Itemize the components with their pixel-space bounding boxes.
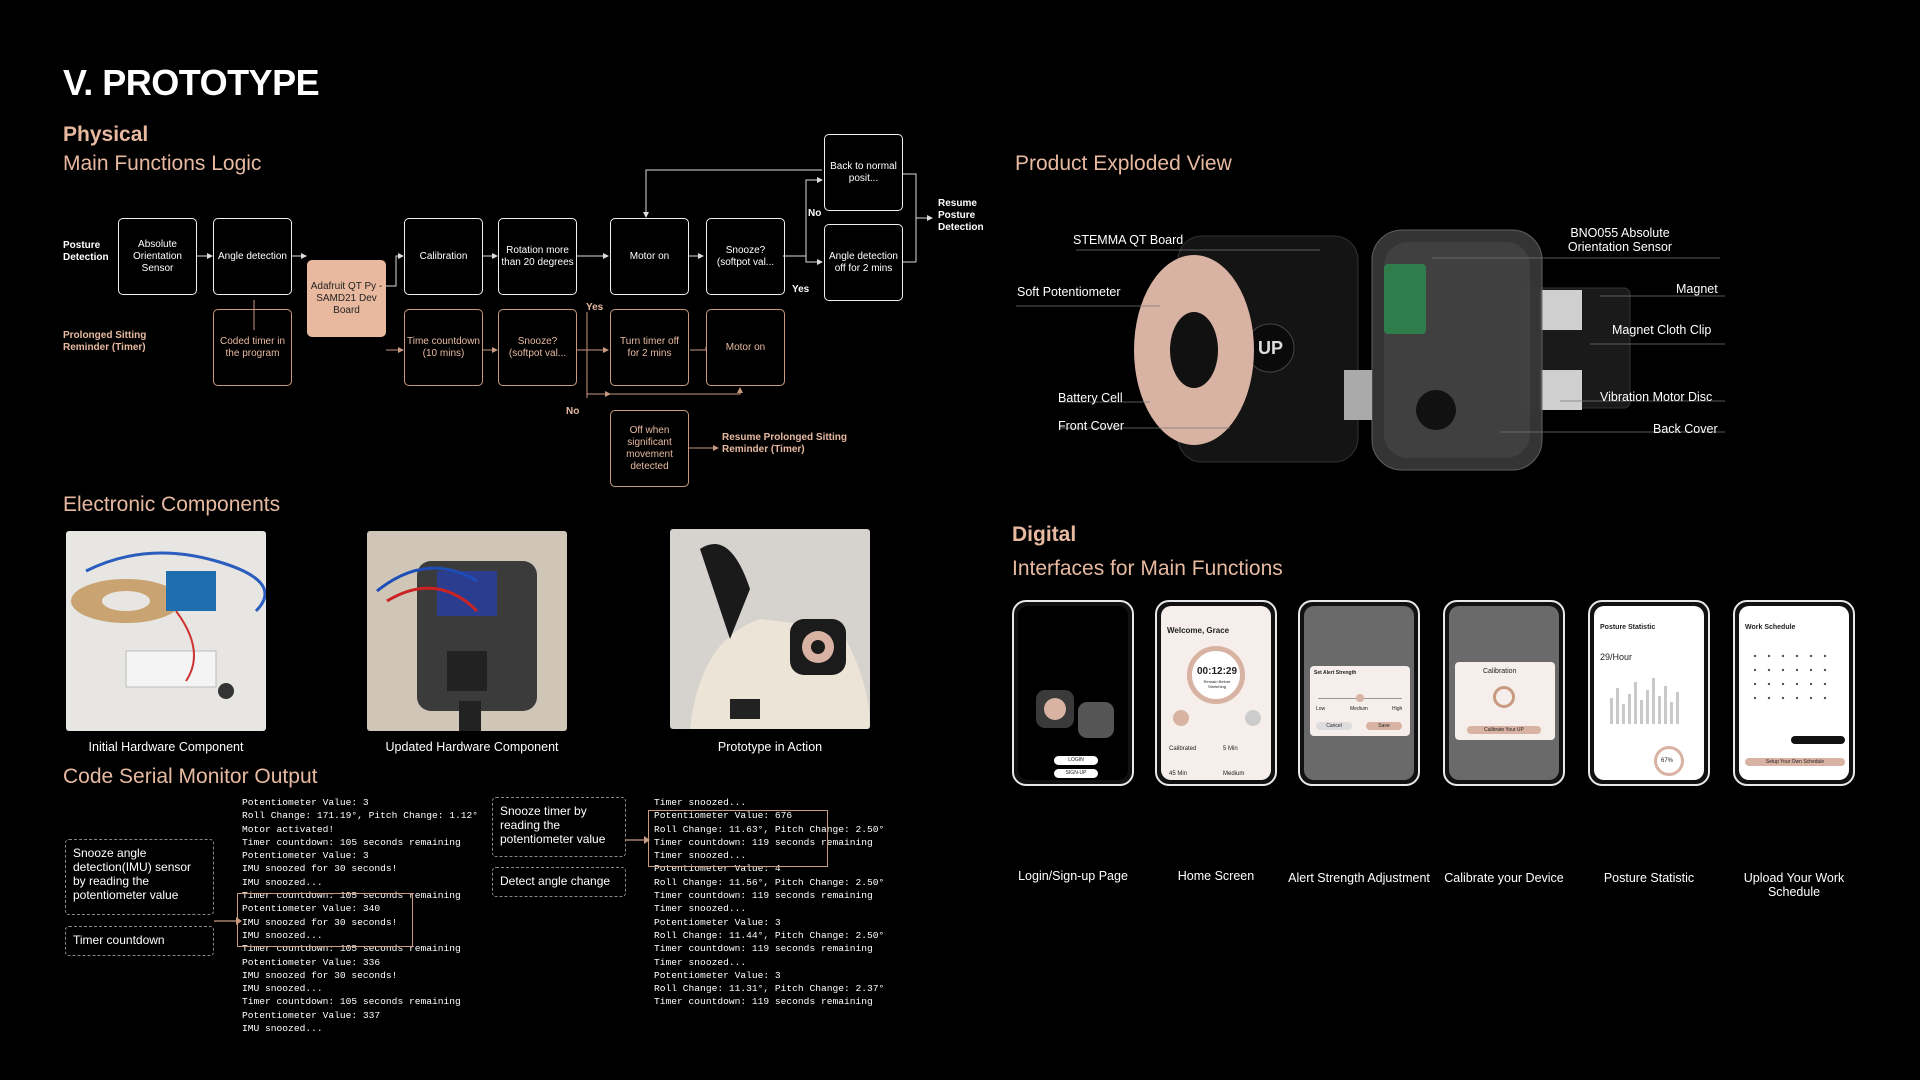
box-angle-detection: Angle detection <box>213 218 292 295</box>
digital-heading: Digital <box>1012 523 1077 546</box>
box-turn-timer-off: Turn timer off for 2 mins <box>610 309 689 386</box>
home-5min: 5 Min <box>1223 746 1238 752</box>
note-snooze-timer: Snooze timer by reading the potentiomete… <box>492 797 626 857</box>
home-medium: Medium <box>1223 771 1245 777</box>
phone-schedule: Work Schedule Setup Your Own Schedule <box>1733 600 1855 786</box>
caption-updated-hardware: Updated Hardware Component <box>385 740 559 754</box>
serial-title: Code Serial Monitor Output <box>63 765 318 788</box>
login-button[interactable]: LOGIN <box>1054 756 1098 765</box>
box-back-normal: Back to normal posit... <box>824 134 903 211</box>
label-magnet: Magnet <box>1676 282 1718 296</box>
arrow-note-to-log1 <box>214 917 242 925</box>
sched-title: Work Schedule <box>1745 624 1796 631</box>
exploded-title: Product Exploded View <box>1015 152 1232 175</box>
log1-highlight <box>237 893 413 947</box>
log2-highlight <box>648 810 828 867</box>
phone-alert: Set Alert Strength Low Medium High Cance… <box>1298 600 1420 786</box>
home-45min: 45 Min <box>1169 771 1188 777</box>
label-bno: BNO055 Absolute Orientation Sensor <box>1567 226 1673 254</box>
phone-login: LOGIN SIGN-UP <box>1012 600 1134 786</box>
box-motor-on-2: Motor on <box>706 309 785 386</box>
photo-prototype-in-action <box>670 529 870 729</box>
note-snooze-imu: Snooze angle detection(IMU) sensor by re… <box>65 839 214 915</box>
box-countdown: Time countdown (10 mins) <box>404 309 483 386</box>
digital-title: Interfaces for Main Functions <box>1012 557 1283 580</box>
stat-percent: 67% <box>1661 758 1674 764</box>
alert-high: High <box>1392 706 1403 712</box>
alert-title: Set Alert Strength <box>1314 670 1357 676</box>
home-timer: 00:12:29 <box>1197 666 1238 677</box>
caption-login: Login/Sign-up Page <box>1018 869 1128 883</box>
label-back-cover: Back Cover <box>1653 422 1718 436</box>
label-no-1: No <box>808 208 822 219</box>
label-yes-1: Yes <box>792 284 810 295</box>
page-title: V. PROTOTYPE <box>63 62 320 103</box>
electronic-title: Electronic Components <box>63 493 281 516</box>
label-resume-sitting: Resume Prolonged Sitting Reminder (Timer… <box>722 432 848 455</box>
phone-home: Welcome, Grace 00:12:29 Remain Before St… <box>1155 600 1277 786</box>
label-no-2: No <box>566 406 580 417</box>
caption-calibrate: Calibrate your Device <box>1444 871 1564 885</box>
box-angle-off: Angle detection off for 2 mins <box>824 224 903 301</box>
caption-home: Home Screen <box>1177 869 1255 883</box>
sched-setup-button[interactable]: Setup Your Own Schedule <box>1745 758 1845 766</box>
phone-calibration: Calibration Calibrate Your UP <box>1443 600 1565 786</box>
caption-alert: Alert Strength Adjustment <box>1288 871 1430 885</box>
label-clip: Magnet Cloth Clip <box>1612 323 1712 337</box>
label-yes-2: Yes <box>586 302 604 313</box>
photo-updated-hardware <box>367 531 567 731</box>
box-motor-on-1: Motor on <box>610 218 689 295</box>
arrow-note-to-log2 <box>626 836 650 844</box>
label-stemma: STEMMA QT Board <box>1073 233 1184 247</box>
label-front-cover: Front Cover <box>1058 419 1124 433</box>
serial-log-1: Potentiometer Value: 3 Roll Change: 171.… <box>242 797 479 1035</box>
photo-initial-hardware <box>66 531 266 731</box>
logic-title: Main Functions Logic <box>63 152 262 175</box>
caption-initial-hardware: Initial Hardware Component <box>88 740 244 754</box>
home-welcome: Welcome, Grace <box>1167 626 1230 635</box>
flow-connectors <box>196 169 933 451</box>
logo-up: UP <box>1258 338 1283 358</box>
serial-log-2: Timer snoozed... Potentiometer Value: 67… <box>654 797 885 1008</box>
caption-statistic: Posture Statistic <box>1603 871 1695 885</box>
box-snooze-1: Snooze? (softpot val... <box>706 218 785 295</box>
home-remain: Remain Before Stretching <box>1203 679 1231 689</box>
box-coded-timer: Coded timer in the program <box>213 309 292 386</box>
box-rotation: Rotation more than 20 degrees <box>498 218 577 295</box>
alert-medium: Medium <box>1350 706 1368 712</box>
row-label-posture: Posture Detection <box>63 240 109 263</box>
alert-cancel-button[interactable]: Cancel <box>1316 722 1352 730</box>
phone-statistic: Posture Statistic 29/Hour 67% <box>1588 600 1710 786</box>
box-snooze-2: Snooze? (softpot val... <box>498 309 577 386</box>
label-resume-posture: Resume Posture Detection <box>938 198 984 233</box>
alert-save-button[interactable]: Save <box>1366 722 1402 730</box>
box-absolute-sensor: Absolute Orientation Sensor <box>118 218 197 295</box>
exploded-illustration: UP <box>1016 229 1725 471</box>
calib-button[interactable]: Calibrate Your UP <box>1467 726 1541 734</box>
box-calibration: Calibration <box>404 218 483 295</box>
box-off-movement: Off when significant movement detected <box>610 410 689 487</box>
note-timer-countdown: Timer countdown <box>65 926 214 956</box>
stat-title: Posture Statistic <box>1600 624 1656 631</box>
stat-per-hour: 29/Hour <box>1600 652 1633 662</box>
label-softpot: Soft Potentiometer <box>1017 285 1121 299</box>
caption-schedule: Upload Your Work Schedule <box>1743 871 1845 899</box>
box-dev-board: Adafruit QT Py - SAMD21 Dev Board <box>307 260 386 337</box>
signup-button[interactable]: SIGN-UP <box>1054 769 1098 778</box>
note-detect-angle: Detect angle change <box>492 867 626 897</box>
physical-heading: Physical <box>63 123 149 146</box>
calib-title: Calibration <box>1483 668 1517 675</box>
label-vibration: Vibration Motor Disc <box>1600 390 1713 404</box>
home-calibrated: Calibrated <box>1169 746 1197 752</box>
alert-low: Low <box>1316 706 1326 712</box>
caption-prototype-action: Prototype in Action <box>717 740 823 754</box>
label-battery: Battery Cell <box>1058 391 1123 405</box>
row-label-sitting: Prolonged Sitting Reminder (Timer) <box>63 330 147 353</box>
